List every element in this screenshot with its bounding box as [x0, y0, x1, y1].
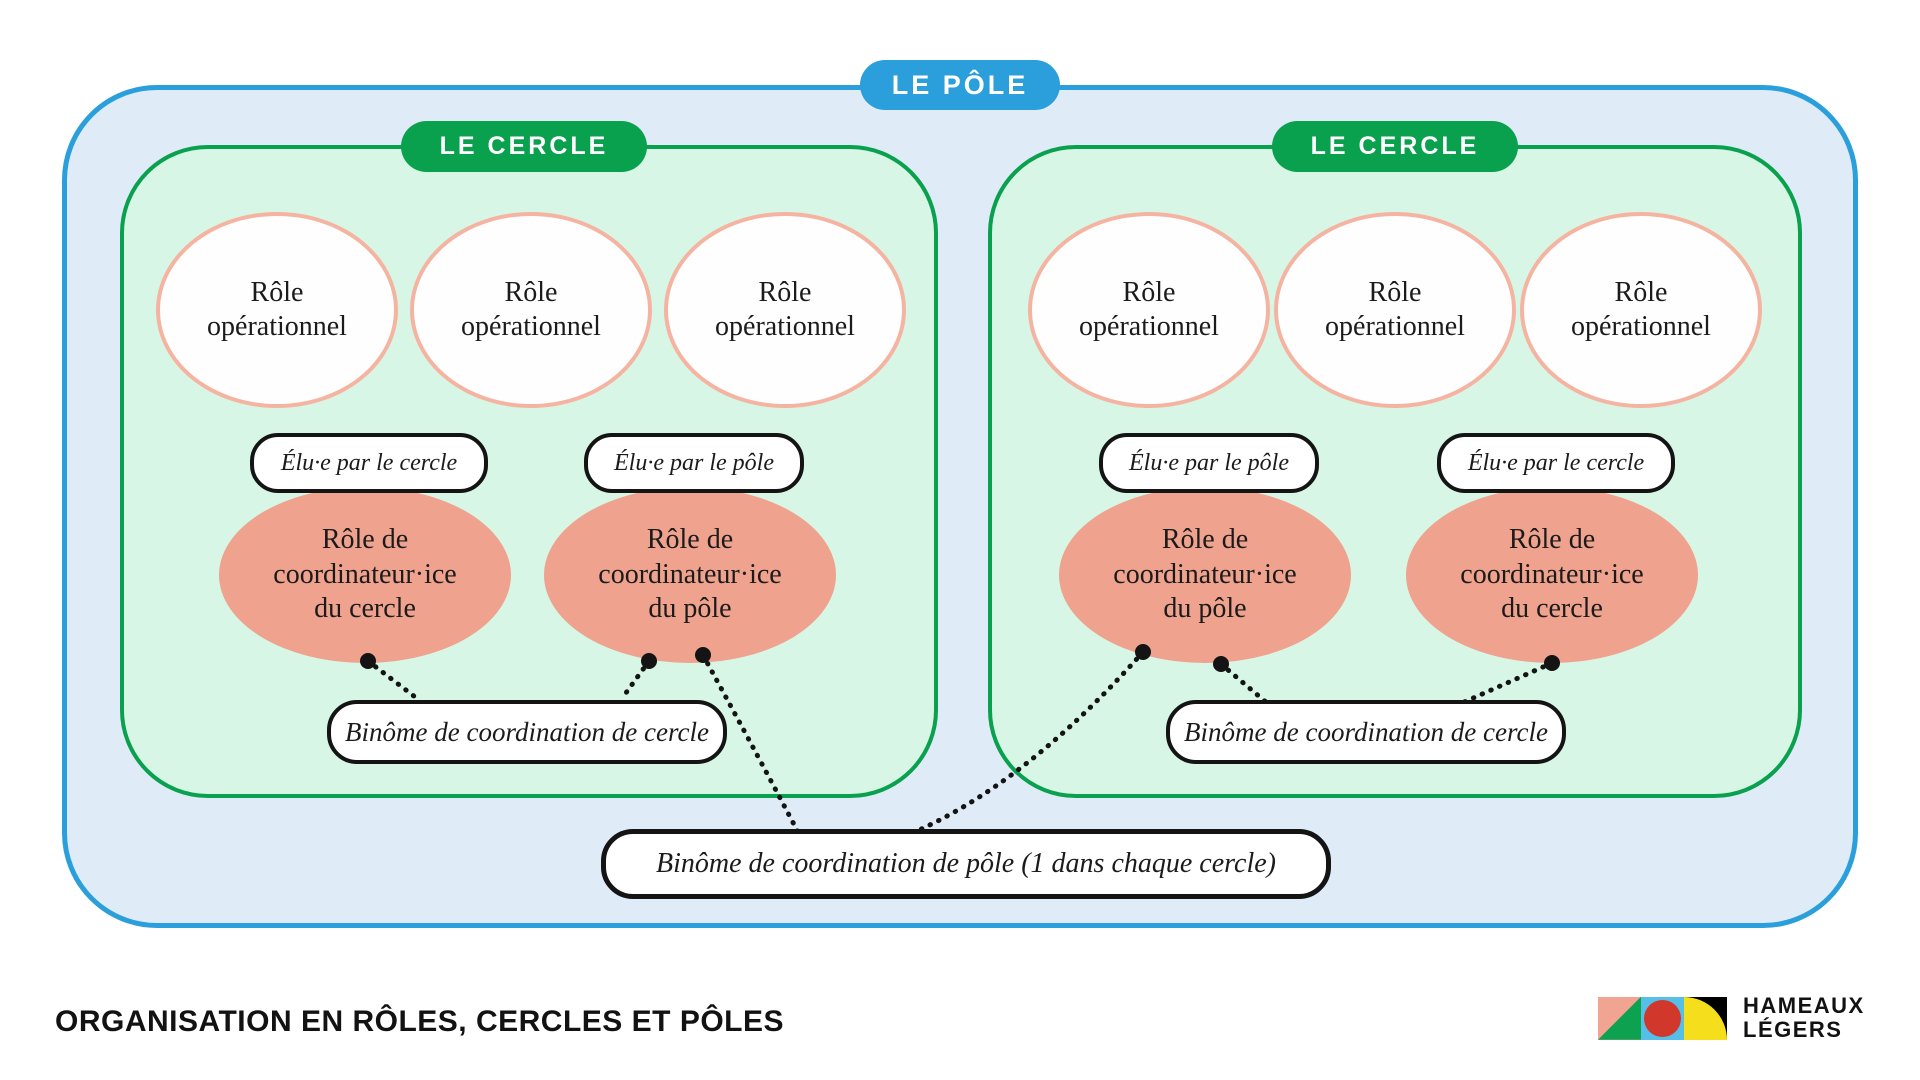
operational-role-circle: Rôle opérationnel [1028, 212, 1270, 408]
elu-pill: Élu·e par le pôle [1099, 433, 1319, 493]
logo-wordmark: HAMEAUX LÉGERS [1743, 993, 1865, 1043]
coordinator-text-line: Rôle de [321, 524, 409, 556]
binome-pole-pill: Binôme de coordination de pôle (1 dans c… [601, 829, 1331, 899]
role-text-line: opérationnel [1079, 311, 1219, 342]
role-text-line: Rôle [504, 276, 558, 308]
coordinator-ellipse: Rôle de coordinateur·ice du cercle [1406, 487, 1698, 663]
role-text-line: Rôle [1368, 276, 1422, 308]
role-text-line: opérationnel [715, 311, 855, 342]
role-text-line: opérationnel [1571, 311, 1711, 342]
operational-role-circle: Rôle opérationnel [410, 212, 652, 408]
binome-cercle-label: Binôme de coordination de cercle [1184, 716, 1548, 747]
coordinator-text-line: Rôle de [646, 524, 734, 556]
coordinator-text-line: Rôle de [1161, 524, 1249, 556]
elu-label: Élu·e par le pôle [614, 449, 774, 476]
page-title: ORGANISATION EN RÔLES, CERCLES ET PÔLES [55, 1005, 785, 1038]
role-text-line: Rôle [250, 276, 304, 308]
coordinator-text-line: Rôle de [1508, 524, 1596, 556]
binome-cercle-pill-left: Binôme de coordination de cercle [327, 700, 727, 764]
role-text-line: Rôle [758, 276, 812, 308]
operational-role-circle: Rôle opérationnel [1274, 212, 1516, 408]
cercle-label-pill-left: LE CERCLE [401, 121, 647, 172]
role-text-line: Rôle [1614, 276, 1668, 308]
elu-label: Élu·e par le cercle [1467, 449, 1645, 476]
operational-role-circle: Rôle opérationnel [156, 212, 398, 408]
coordinator-text-line: du pôle [1163, 593, 1247, 625]
coordinator-text-line: du cercle [314, 593, 416, 625]
pole-label: LE PÔLE [891, 69, 1029, 100]
cercle-label: LE CERCLE [439, 132, 609, 160]
pole-label-pill: LE PÔLE [860, 60, 1060, 110]
coordinator-text-line: coordinateur·ice [1113, 558, 1297, 590]
logo-triangle-tile-icon [1598, 996, 1641, 1040]
logo-quarter-tile-icon [1684, 996, 1727, 1040]
elu-pill: Élu·e par le cercle [250, 433, 488, 493]
coordinator-text-line: coordinateur·ice [1460, 558, 1644, 590]
cercle-label: LE CERCLE [1310, 132, 1480, 160]
coordinator-text-line: du pôle [648, 593, 732, 625]
elu-label: Élu·e par le pôle [1129, 449, 1289, 476]
elu-label: Élu·e par le cercle [280, 449, 458, 476]
logo-text-line1: HAMEAUX [1743, 993, 1865, 1018]
logo-text-line2: LÉGERS [1743, 1017, 1843, 1043]
hameaux-legers-logo: HAMEAUX LÉGERS [1598, 993, 1865, 1043]
coordinator-text-line: coordinateur·ice [273, 558, 457, 590]
role-text-line: opérationnel [461, 311, 601, 342]
coordinator-ellipse: Rôle de coordinateur·ice du pôle [544, 487, 836, 663]
operational-role-circle: Rôle opérationnel [1520, 212, 1762, 408]
role-text-line: opérationnel [207, 311, 347, 342]
operational-role-circle: Rôle opérationnel [664, 212, 906, 408]
logo-circle-tile-icon [1641, 996, 1684, 1040]
binome-cercle-pill-right: Binôme de coordination de cercle [1166, 700, 1566, 764]
binome-pole-label: Binôme de coordination de pôle (1 dans c… [656, 848, 1276, 879]
elu-pill: Élu·e par le cercle [1437, 433, 1675, 493]
elu-pill: Élu·e par le pôle [584, 433, 804, 493]
coordinator-text-line: du cercle [1501, 593, 1603, 625]
coordinator-ellipse: Rôle de coordinateur·ice du pôle [1059, 487, 1351, 663]
role-text-line: Rôle [1122, 276, 1176, 308]
cercle-label-pill-right: LE CERCLE [1272, 121, 1518, 172]
coordinator-text-line: coordinateur·ice [598, 558, 782, 590]
binome-cercle-label: Binôme de coordination de cercle [345, 716, 709, 747]
role-text-line: opérationnel [1325, 311, 1465, 342]
logo-squares [1598, 996, 1727, 1040]
coordinator-ellipse: Rôle de coordinateur·ice du cercle [219, 487, 511, 663]
